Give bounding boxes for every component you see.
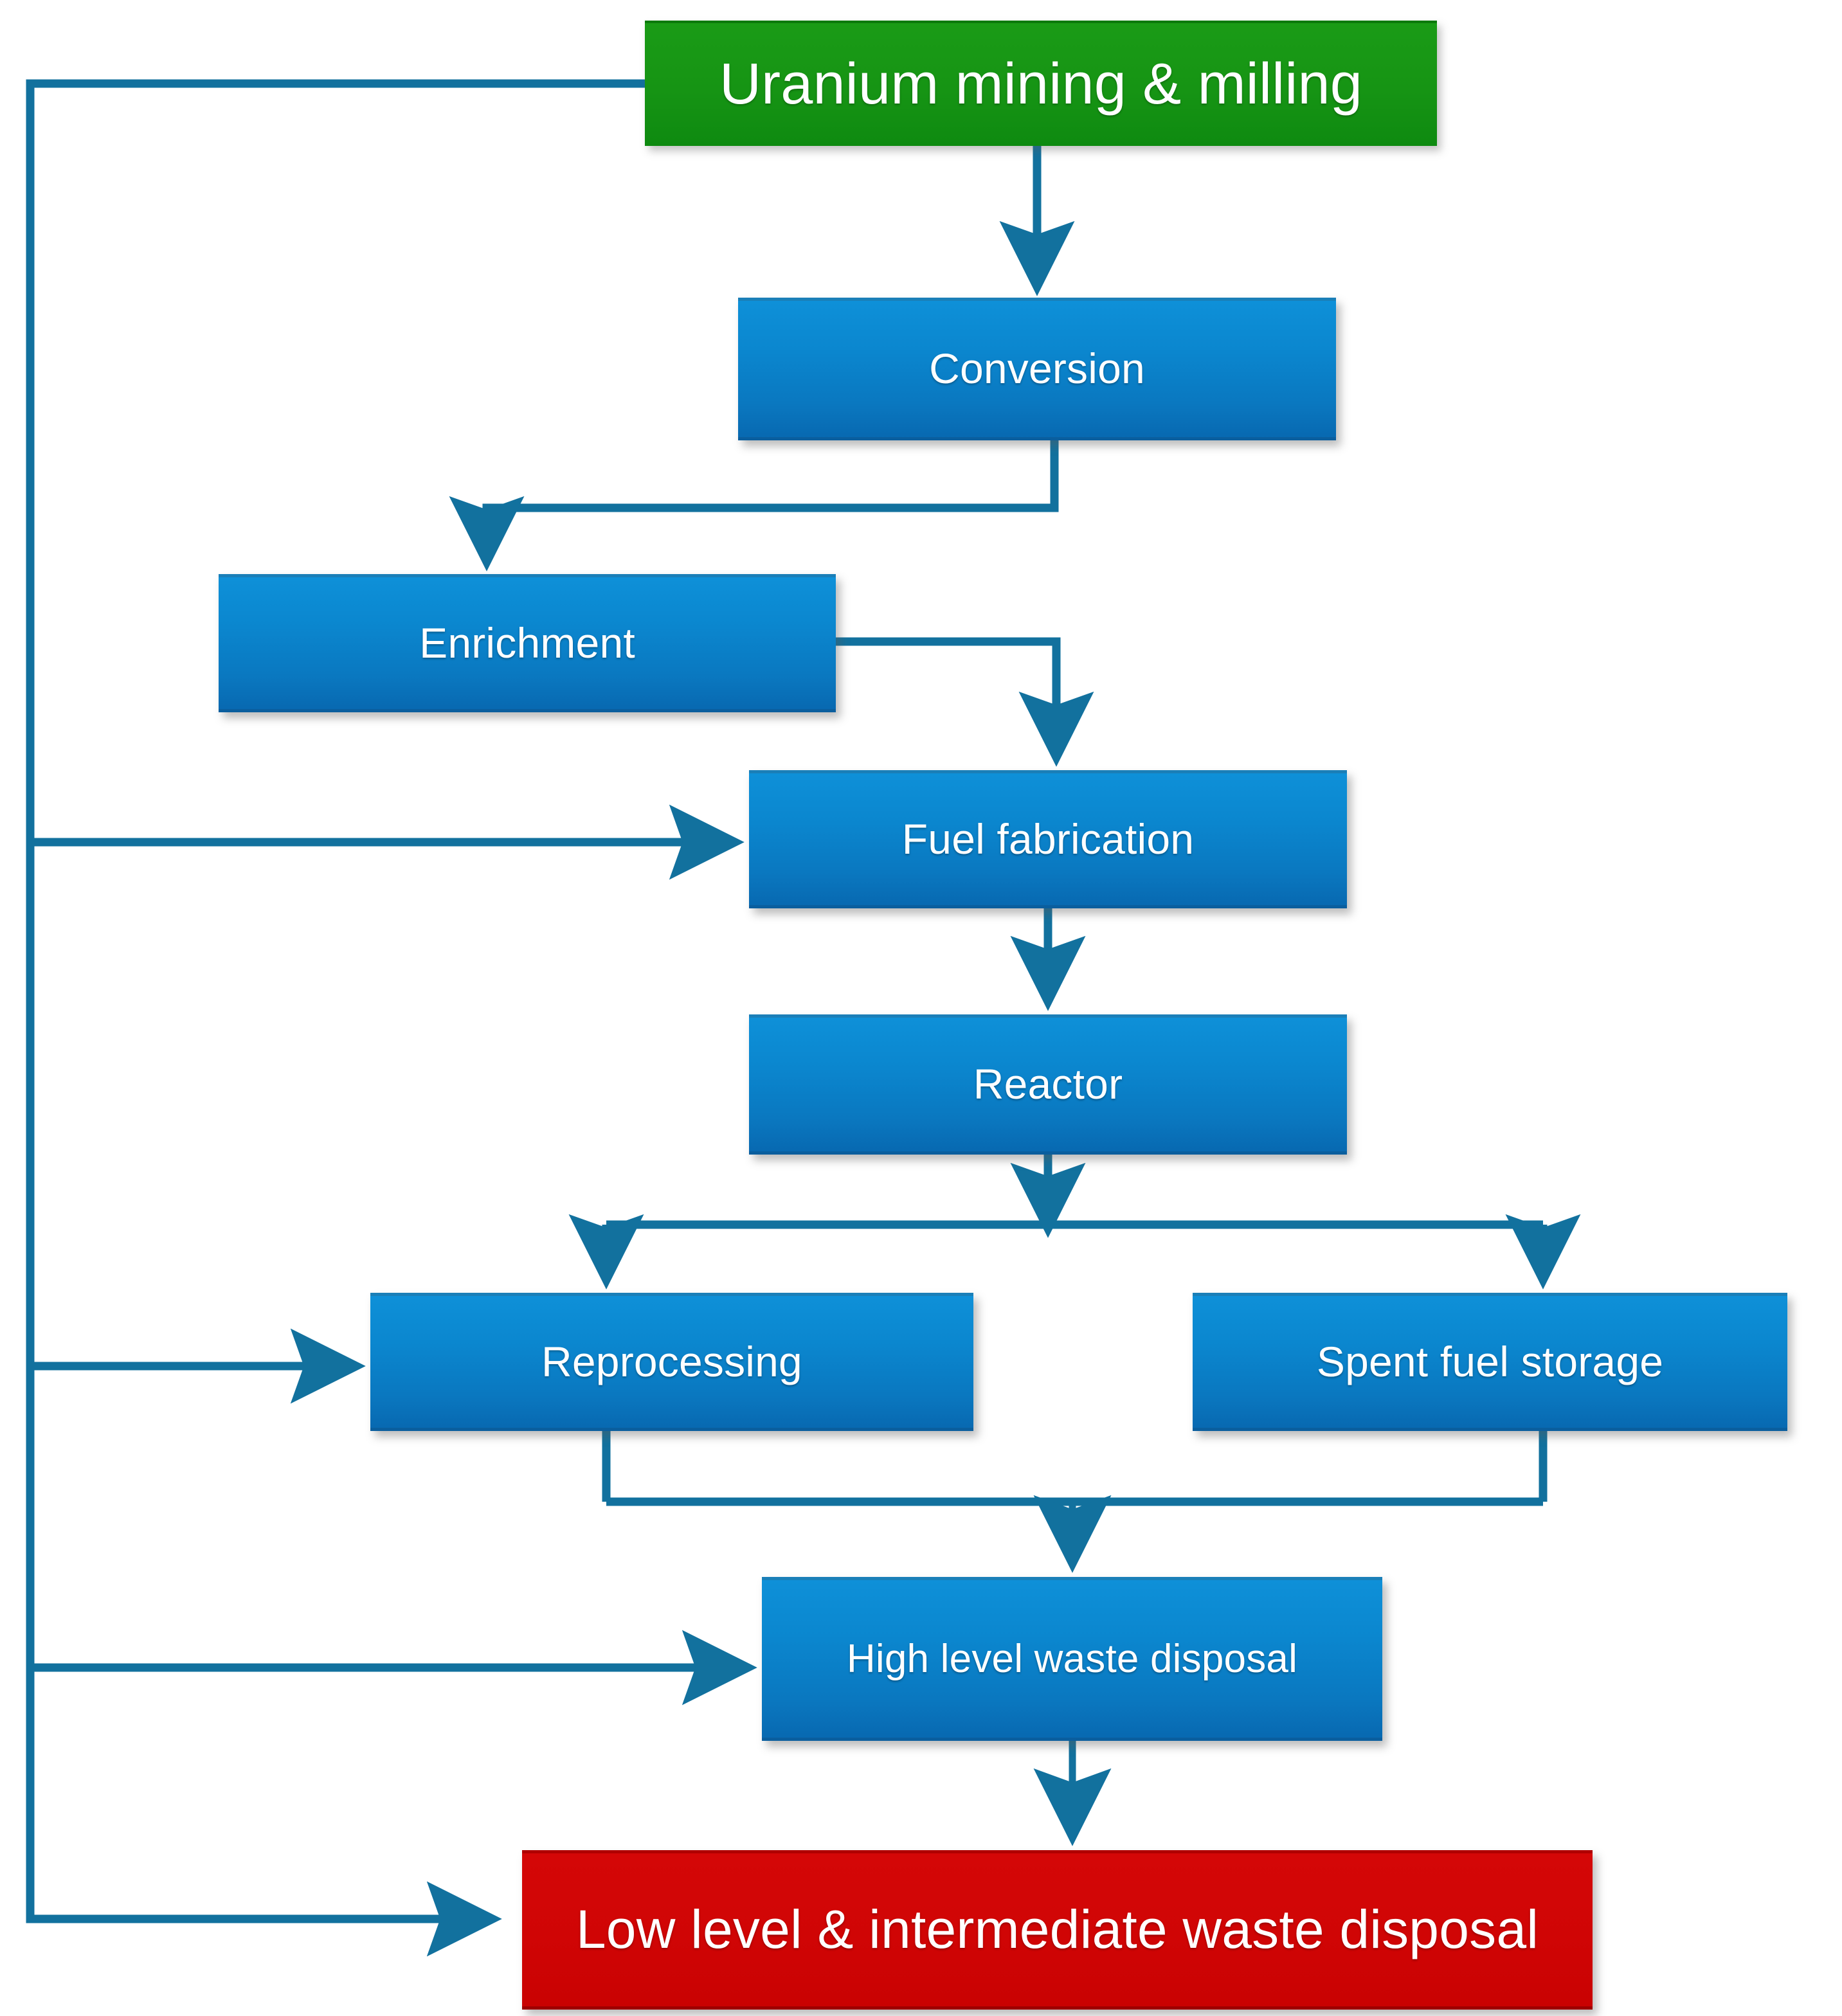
node-conversion[interactable]: Conversion [738,298,1336,440]
node-spent-fuel-storage[interactable]: Spent fuel storage [1193,1293,1787,1431]
node-fuel-fabrication[interactable]: Fuel fabrication [749,770,1347,908]
node-label: Conversion [929,345,1145,393]
node-label: Low level & intermediate waste disposal [575,1899,1539,1960]
node-reprocessing[interactable]: Reprocessing [370,1293,973,1431]
node-uranium-mining-milling[interactable]: Uranium mining & milling [645,21,1437,146]
node-low-intermediate-waste-disposal[interactable]: Low level & intermediate waste disposal [522,1850,1593,2010]
node-label: Enrichment [419,618,635,667]
edge-enrichment-to-fuel-fabrication [836,637,1094,767]
edge-conversion-to-enrichment [449,440,1059,572]
node-label: Spent fuel storage [1316,1337,1664,1385]
node-label: High level waste disposal [846,1636,1298,1681]
node-high-level-waste-disposal[interactable]: High level waste disposal [762,1577,1382,1741]
node-label: Reactor [973,1060,1123,1108]
node-label: Fuel fabrication [901,815,1195,863]
edge-left-bus-trunk [26,79,645,1957]
node-label: Uranium mining & milling [719,52,1363,117]
node-reactor[interactable]: Reactor [749,1014,1347,1155]
node-label: Reprocessing [541,1337,802,1385]
node-enrichment[interactable]: Enrichment [219,574,836,712]
